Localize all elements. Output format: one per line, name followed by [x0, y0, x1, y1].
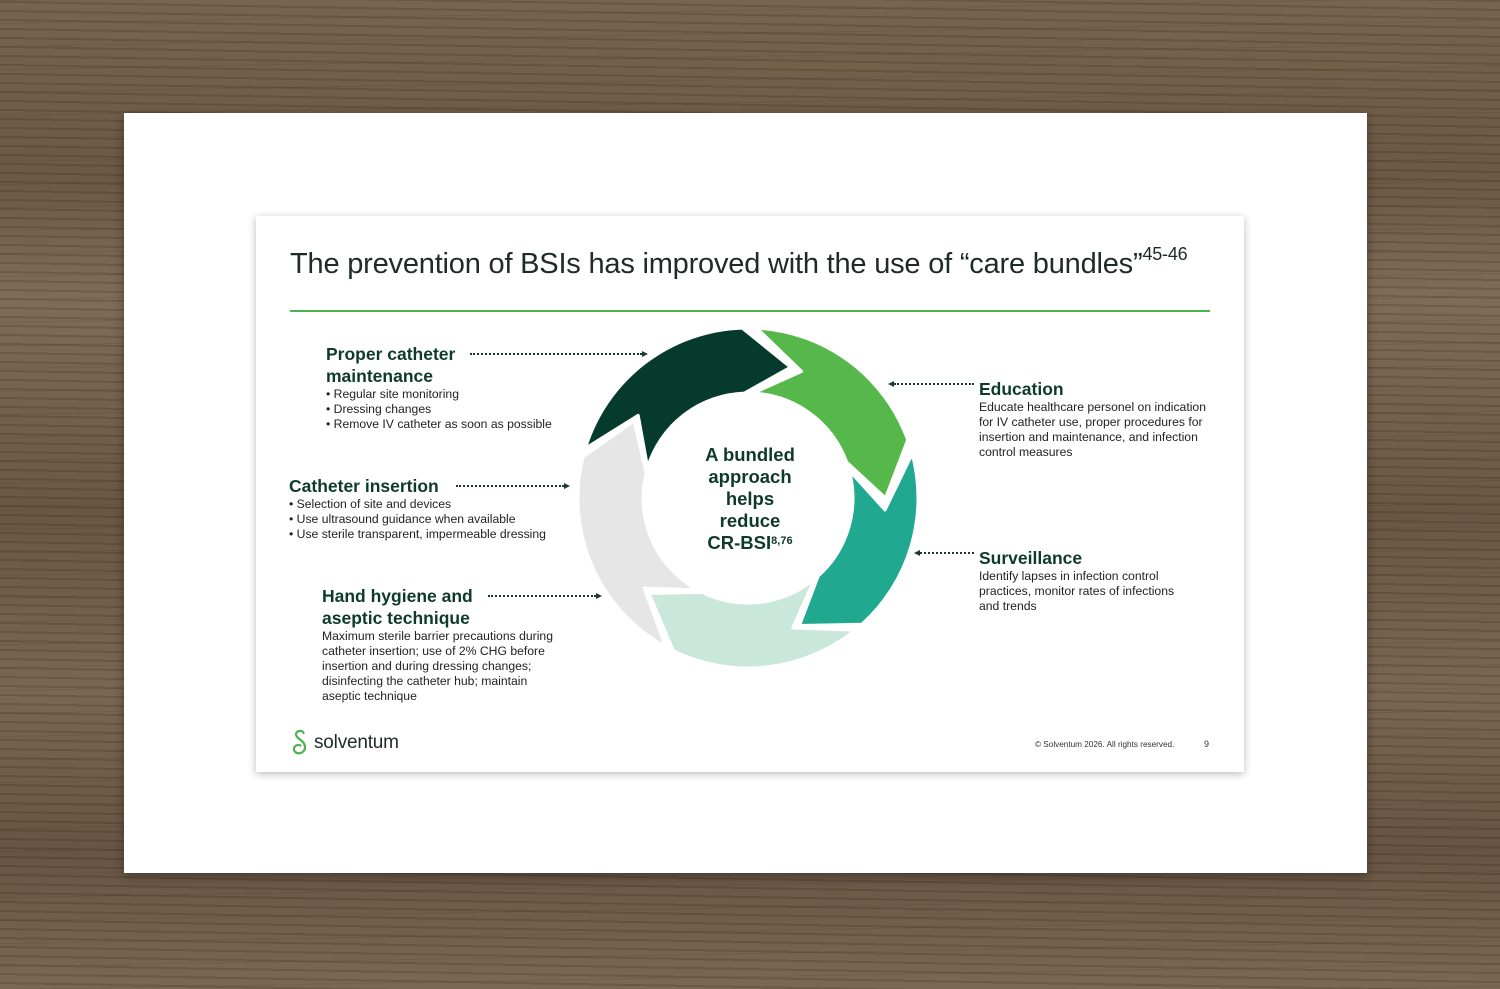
slide: The prevention of BSIs has improved with… [256, 216, 1244, 772]
brand-wordmark: solventum [314, 732, 399, 753]
description-line: disinfecting the catheter hub; maintain [322, 674, 528, 688]
segment-surveillance [752, 326, 910, 500]
segment-insertion [647, 578, 857, 670]
block-insertion: Catheter insertion • Selection of site a… [289, 475, 569, 542]
description-line: control measures [979, 445, 1073, 459]
slide-title-text: The prevention of BSIs has improved with… [290, 248, 1143, 280]
cycle-segments [576, 326, 920, 670]
maintenance-heading-1: Proper catheter [326, 344, 456, 364]
description-line: practices, monitor rates of infections [979, 584, 1175, 598]
list-item: • Dressing changes [326, 402, 432, 416]
description-line: insertion and maintenance, and infection [979, 430, 1198, 444]
list-item: • Use ultrasound guidance when available [289, 512, 516, 526]
insertion-connector [456, 485, 564, 487]
slide-title: The prevention of BSIs has improved with… [290, 244, 1188, 281]
education-heading: Education [979, 379, 1064, 399]
list-item: • Regular site monitoring [326, 387, 459, 401]
center-line-4: reduce [719, 510, 781, 531]
surveillance-arrowhead-icon [914, 549, 920, 556]
center-line-5: CR-BSI8,76 [661, 532, 839, 554]
description-line: aseptic technique [322, 689, 417, 703]
hygiene-heading-1: Hand hygiene and [322, 586, 473, 606]
insertion-heading: Catheter insertion [289, 476, 439, 496]
center-label: A bundled approach helps reduce CR-BSI8,… [661, 444, 839, 554]
hygiene-arrowhead-icon [596, 592, 602, 599]
list-item: • Selection of site and devices [289, 497, 452, 511]
footer-copyright: © Solventum 2026. All rights reserved. [1035, 740, 1175, 749]
description-line: Educate healthcare personel on indicatio… [979, 400, 1206, 414]
title-citation: 45-46 [1142, 244, 1188, 264]
center-line-3: helps [725, 488, 775, 509]
insertion-arrowhead-icon [564, 482, 570, 489]
list-item: • Remove IV catheter as soon as possible [326, 417, 552, 431]
surveillance-description: Identify lapses in infection control pra… [979, 569, 1229, 614]
block-education: Education Educate healthcare personel on… [979, 378, 1229, 460]
maintenance-connector [470, 353, 642, 355]
block-maintenance: Proper catheter maintenance • Regular si… [326, 343, 586, 432]
description-line: and trends [979, 599, 1037, 613]
solventum-s-icon [292, 729, 307, 755]
maintenance-arrowhead-icon [642, 350, 648, 357]
description-line: Identify lapses in infection control [979, 569, 1159, 583]
center-line-2: approach [708, 466, 792, 487]
list-item: • Use sterile transparent, impermeable d… [289, 527, 546, 541]
description-line: for IV catheter use, proper procedures f… [979, 415, 1203, 429]
segment-maintenance [576, 419, 699, 649]
insertion-list: • Selection of site and devices • Use ul… [289, 497, 569, 542]
education-arrowhead-icon [888, 380, 894, 387]
maintenance-heading-2: maintenance [326, 366, 433, 386]
hygiene-description: Maximum sterile barrier precautions duri… [322, 629, 582, 704]
description-line: catheter insertion; use of 2% CHG before [322, 644, 545, 658]
hygiene-connector [488, 595, 596, 597]
title-rule [290, 310, 1210, 312]
description-line: insertion and during dressing changes; [322, 659, 532, 673]
segment-education [583, 326, 792, 469]
surveillance-connector [920, 552, 974, 554]
block-hygiene: Hand hygiene and aseptic technique Maxim… [322, 585, 582, 704]
hygiene-heading-2: aseptic technique [322, 608, 470, 628]
center-citation: 8,76 [771, 535, 793, 547]
segment-hygiene [798, 452, 920, 627]
maintenance-list: • Regular site monitoring • Dressing cha… [326, 387, 586, 432]
brand-logo: solventum [290, 728, 399, 758]
care-bundle-cycle [576, 326, 920, 670]
surveillance-heading: Surveillance [979, 548, 1083, 568]
description-line: Maximum sterile barrier precautions duri… [322, 629, 553, 643]
page-number: 9 [1204, 739, 1210, 749]
center-line-5-text: CR-BSI [707, 532, 772, 553]
education-connector [894, 383, 974, 385]
education-description: Educate healthcare personel on indicatio… [979, 400, 1229, 460]
block-surveillance: Surveillance Identify lapses in infectio… [979, 547, 1229, 614]
center-line-1: A bundled [705, 444, 795, 465]
